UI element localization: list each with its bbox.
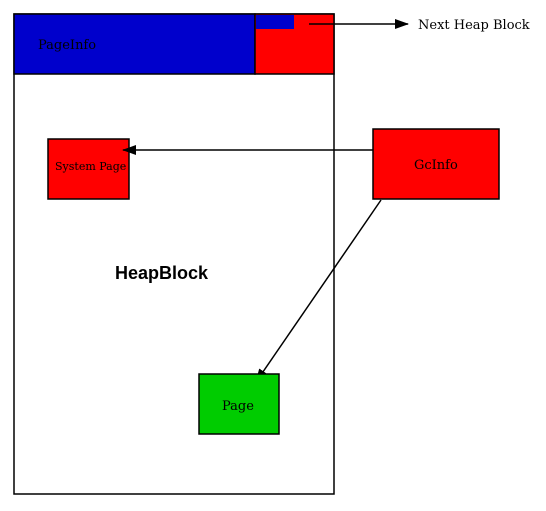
next-heap-block-label: Next Heap Block — [418, 18, 530, 33]
page-info-label: PageInfo — [38, 38, 96, 53]
page-label: Page — [222, 399, 254, 414]
gcinfo-to-page-arrow — [255, 199, 382, 383]
next-pointer-blue-marker — [256, 15, 294, 29]
heap-block-label: HeapBlock — [115, 263, 209, 283]
heap-block-container — [13, 13, 335, 495]
gc-info-label: GcInfo — [414, 158, 458, 173]
system-page-box — [47, 138, 130, 200]
system-page-label: System Page — [55, 160, 126, 173]
page-box — [198, 373, 280, 435]
gc-info-box — [372, 128, 500, 200]
page-info-band — [13, 13, 256, 75]
